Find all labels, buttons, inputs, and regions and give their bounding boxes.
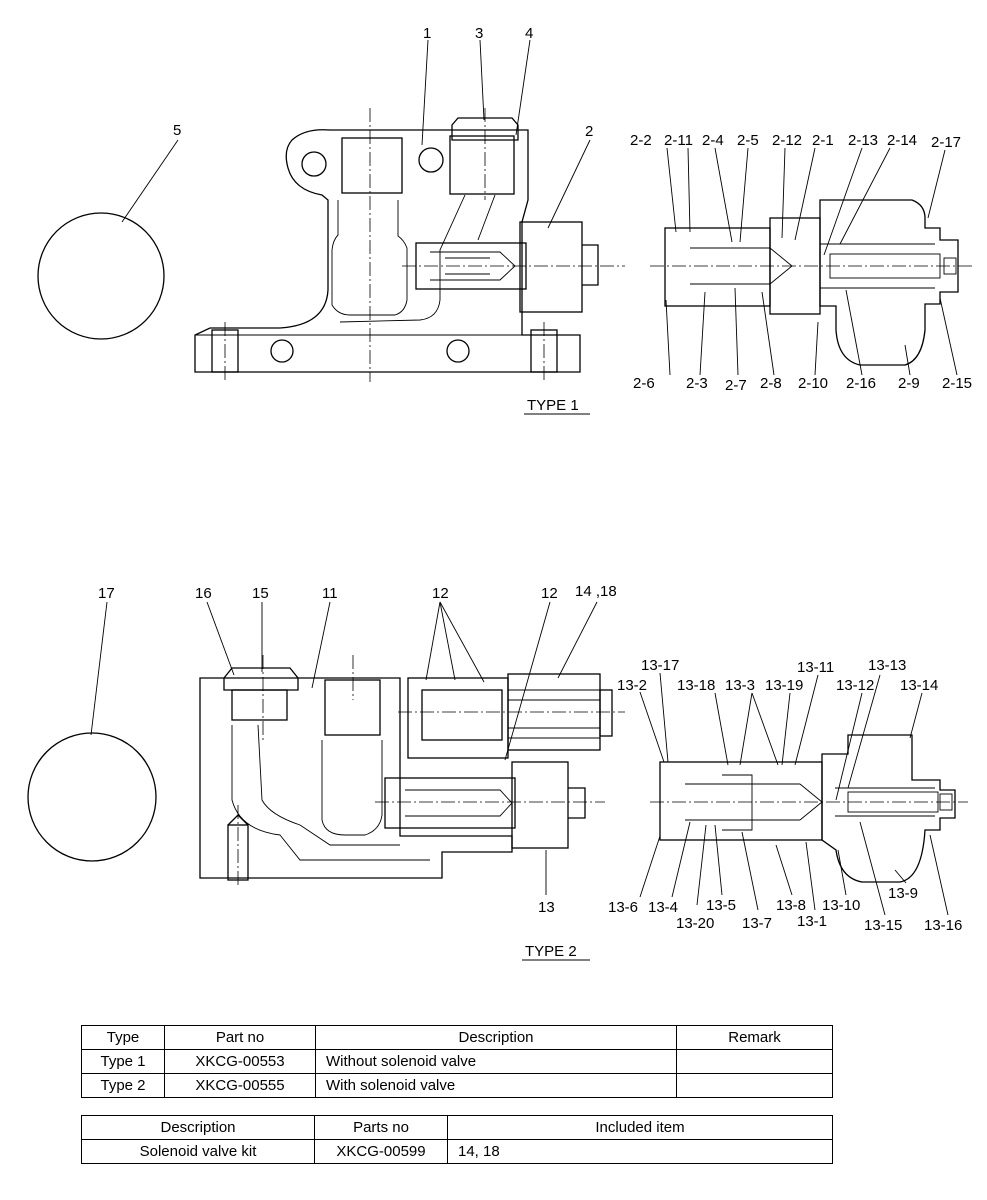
cell-kit-included-item: 14, 18	[447, 1139, 833, 1164]
callout-13-18: 13-18	[677, 677, 715, 694]
callout-13-4: 13-4	[648, 899, 678, 916]
callout-13-5: 13-5	[706, 897, 736, 914]
cell-type: Type 1	[81, 1049, 165, 1074]
cell-type: Type 2	[81, 1073, 165, 1098]
callout-16: 16	[195, 585, 212, 602]
header-kit-included-item: Included item	[447, 1115, 833, 1140]
callout-13: 13	[538, 899, 555, 916]
cell-remark	[676, 1073, 833, 1098]
callout-5: 5	[173, 122, 181, 139]
callout-2-3: 2-3	[686, 375, 708, 392]
callout-2: 2	[585, 123, 593, 140]
parts-table: Type Part no Description Remark Type 1 X…	[81, 1025, 833, 1098]
header-type: Type	[81, 1025, 165, 1050]
kit-table-header: Description Parts no Included item	[81, 1115, 833, 1140]
callout-14-18: 14 ,18	[575, 583, 617, 600]
cell-remark	[676, 1049, 833, 1074]
callout-13-11: 13-11	[797, 659, 834, 676]
callout-2-4: 2-4	[702, 132, 724, 149]
callout-13-2: 13-2	[617, 677, 647, 694]
cell-part-no: XKCG-00555	[164, 1073, 316, 1098]
type2-valve-body	[199, 677, 513, 879]
type1-cartridge-detail	[650, 199, 975, 366]
cell-kit-parts-no: XKCG-00599	[314, 1139, 448, 1164]
callout-3: 3	[475, 25, 483, 42]
kit-table: Description Parts no Included item Solen…	[81, 1115, 833, 1164]
table-row: Solenoid valve kit XKCG-00599 14, 18	[81, 1139, 833, 1164]
callout-2-9: 2-9	[898, 375, 920, 392]
callout-1: 1	[423, 25, 431, 42]
callout-2-10: 2-10	[798, 375, 828, 392]
callout-4: 4	[525, 25, 533, 42]
callout-2-12: 2-12	[772, 132, 802, 149]
callout-2-6: 2-6	[633, 375, 655, 392]
callout-13-15: 13-15	[864, 917, 902, 934]
callout-13-9: 13-9	[888, 885, 918, 902]
type2-main-assembly	[27, 655, 625, 888]
type1-leaders	[121, 39, 591, 229]
callout-13-13: 13-13	[868, 657, 906, 674]
type1-valve-body	[194, 129, 581, 373]
type2-caption: TYPE 2	[525, 943, 577, 960]
callout-2-5: 2-5	[737, 132, 759, 149]
header-description: Description	[315, 1025, 677, 1050]
header-kit-description: Description	[81, 1115, 315, 1140]
callout-13-3: 13-3	[725, 677, 755, 694]
type1-caption: TYPE 1	[527, 397, 579, 414]
callout-2-13: 2-13	[848, 132, 878, 149]
type2-cartridge-detail	[650, 734, 968, 883]
callout-13-7: 13-7	[742, 915, 772, 932]
callout-2-1: 2-1	[812, 132, 834, 149]
cell-description: Without solenoid valve	[315, 1049, 677, 1074]
callout-2-2: 2-2	[630, 132, 652, 149]
callout-13-1: 13-1	[797, 913, 827, 930]
callout-12-a: 12	[432, 585, 449, 602]
seal-ring-5	[37, 212, 165, 340]
callout-13-17: 13-17	[641, 657, 679, 674]
exploded-parts-diagram: 5 1 3 4 2 2-2 2-11 2-4 2-5 2-12 2-	[27, 25, 975, 961]
callout-11: 11	[322, 585, 338, 602]
type2-detail-leaders	[639, 672, 949, 916]
header-part-no: Part no	[164, 1025, 316, 1050]
seal-ring-17	[27, 732, 157, 862]
callout-12-b: 12	[541, 585, 558, 602]
table-row: Type 2 XKCG-00555 With solenoid valve	[81, 1073, 833, 1098]
cell-kit-description: Solenoid valve kit	[81, 1139, 315, 1164]
callout-13-6: 13-6	[608, 899, 638, 916]
cell-description: With solenoid valve	[315, 1073, 677, 1098]
callout-13-16: 13-16	[924, 917, 962, 934]
callout-2-7: 2-7	[725, 377, 747, 394]
type2-leaders	[90, 601, 598, 895]
callout-2-8: 2-8	[760, 375, 782, 392]
callout-2-11: 2-11	[664, 132, 693, 149]
callout-2-15: 2-15	[942, 375, 972, 392]
cell-part-no: XKCG-00553	[164, 1049, 316, 1074]
callout-13-19: 13-19	[765, 677, 803, 694]
callout-17: 17	[98, 585, 115, 602]
header-remark: Remark	[676, 1025, 833, 1050]
callout-2-14: 2-14	[887, 132, 917, 149]
table-row: Type 1 XKCG-00553 Without solenoid valve	[81, 1049, 833, 1074]
callout-13-8: 13-8	[776, 897, 806, 914]
type1-detail-leaders	[665, 147, 958, 376]
callout-13-20: 13-20	[676, 915, 714, 932]
parts-table-header: Type Part no Description Remark	[81, 1025, 833, 1050]
callout-13-10: 13-10	[822, 897, 860, 914]
callout-2-17: 2-17	[931, 134, 961, 151]
callout-15: 15	[252, 585, 269, 602]
callout-13-12: 13-12	[836, 677, 874, 694]
header-kit-parts-no: Parts no	[314, 1115, 448, 1140]
callout-13-14: 13-14	[900, 677, 938, 694]
type1-main-assembly	[37, 108, 625, 382]
callout-2-16: 2-16	[846, 375, 876, 392]
